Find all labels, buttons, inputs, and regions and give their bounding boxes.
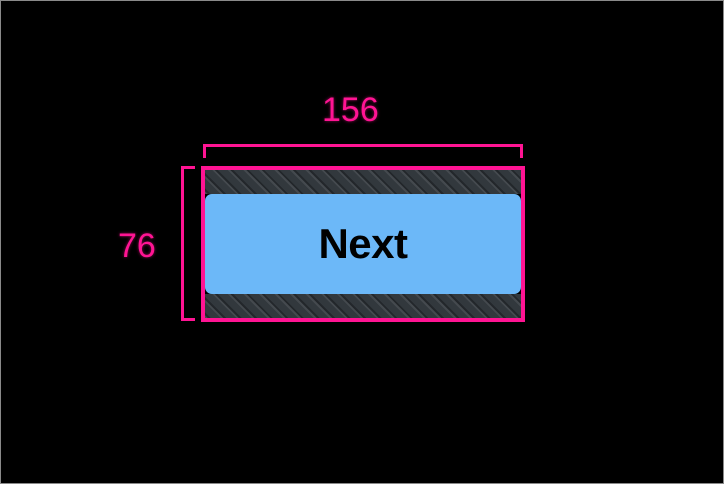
next-button-label: Next — [318, 220, 408, 267]
padding-hatch-band-top — [205, 170, 521, 194]
height-dimension-bracket — [181, 166, 195, 321]
width-dimension-bracket — [203, 144, 523, 158]
padding-hatch-band-bottom — [205, 294, 521, 318]
next-button[interactable]: Next — [205, 194, 521, 294]
height-dimension-label: 76 — [118, 227, 156, 265]
width-dimension-label: 156 — [322, 91, 379, 129]
element-bounds-highlight: Next — [201, 166, 525, 322]
